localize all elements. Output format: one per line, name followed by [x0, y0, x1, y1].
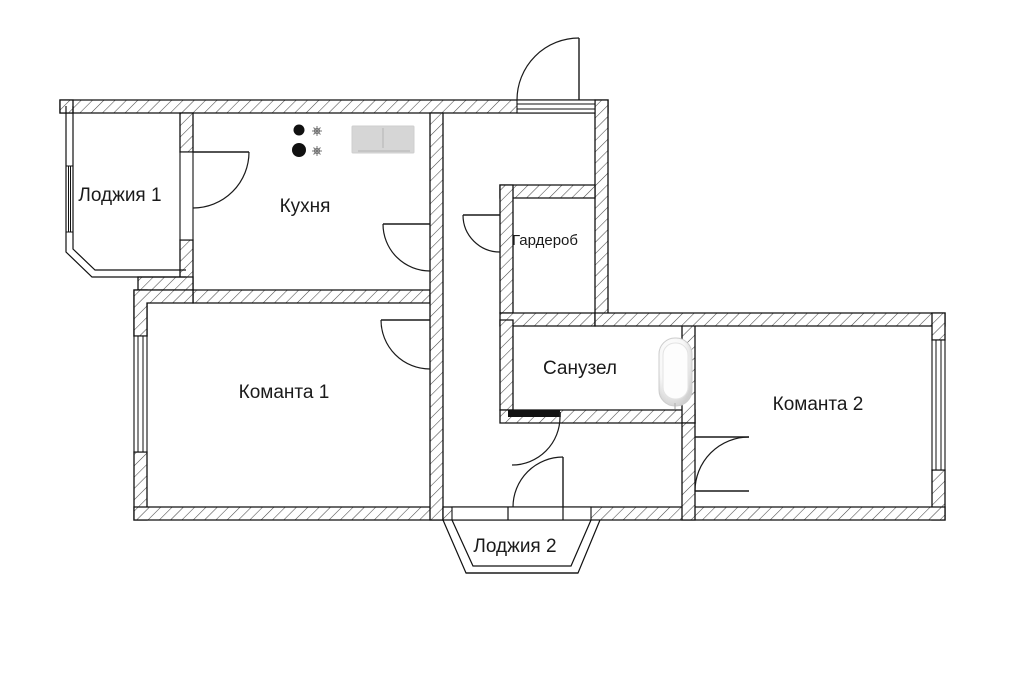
fixtures-group [292, 124, 693, 409]
wall-loggia1-bottom [137, 276, 194, 291]
stove-hob [292, 124, 322, 157]
kitchen-counter [351, 125, 415, 154]
room-labels-group: Лоджия 1 Кухня Гардероб Санузел Команта … [78, 185, 863, 557]
wardrobe-door[interactable] [462, 214, 501, 253]
loggia1-door[interactable] [192, 151, 250, 209]
room-label-room1: Команта 1 [239, 382, 330, 403]
room-label-loggia2: Лоджия 2 [473, 536, 556, 557]
wall-room1-bottom [133, 506, 444, 521]
doors-group [192, 37, 750, 508]
entrance-door[interactable] [516, 37, 596, 114]
burner-icon-1 [312, 126, 322, 136]
loggia2-door[interactable] [512, 456, 564, 508]
loggia1-window [66, 165, 73, 233]
wall-entry-right-vertical [594, 99, 609, 321]
wall-jog-loggia1-room1 [133, 289, 194, 337]
loggia1-partition-opening [179, 151, 194, 241]
loggia1-outline [65, 106, 186, 278]
wall-wardrobe-bottom [499, 312, 596, 327]
loggia2-door-opening [451, 506, 592, 521]
wall-wardrobe-left [499, 184, 514, 314]
wall-loggia1-kitchen [179, 112, 194, 153]
room-label-room2: Команта 2 [773, 394, 864, 415]
wall-bathroom-left [499, 319, 514, 411]
wall-corridor-room2 [681, 422, 696, 521]
wall-wardrobe-top [499, 184, 596, 199]
burner-icon-2 [312, 146, 322, 156]
loggia-outlines [65, 106, 601, 574]
wall-kitchen-bottom [192, 289, 431, 304]
room1-door[interactable] [380, 319, 431, 370]
wall-right-exterior-upper [931, 312, 946, 341]
room2-door[interactable] [694, 436, 750, 492]
wall-right-wing-top [594, 312, 946, 327]
bathtub [658, 337, 693, 409]
room-label-bathroom: Санузел [543, 358, 617, 379]
kitchen-door[interactable] [382, 223, 431, 272]
loggia1-outline-inner [72, 106, 186, 271]
room-label-loggia1: Лоджия 1 [78, 185, 161, 206]
loggia2-outline-inner [451, 519, 592, 567]
room-label-kitchen: Кухня [280, 196, 331, 217]
room-label-wardrobe: Гардероб [512, 232, 578, 249]
room2-window [931, 339, 946, 471]
wall-center-vertical [429, 112, 444, 521]
room1-window [133, 335, 148, 453]
windows-group [133, 151, 946, 471]
